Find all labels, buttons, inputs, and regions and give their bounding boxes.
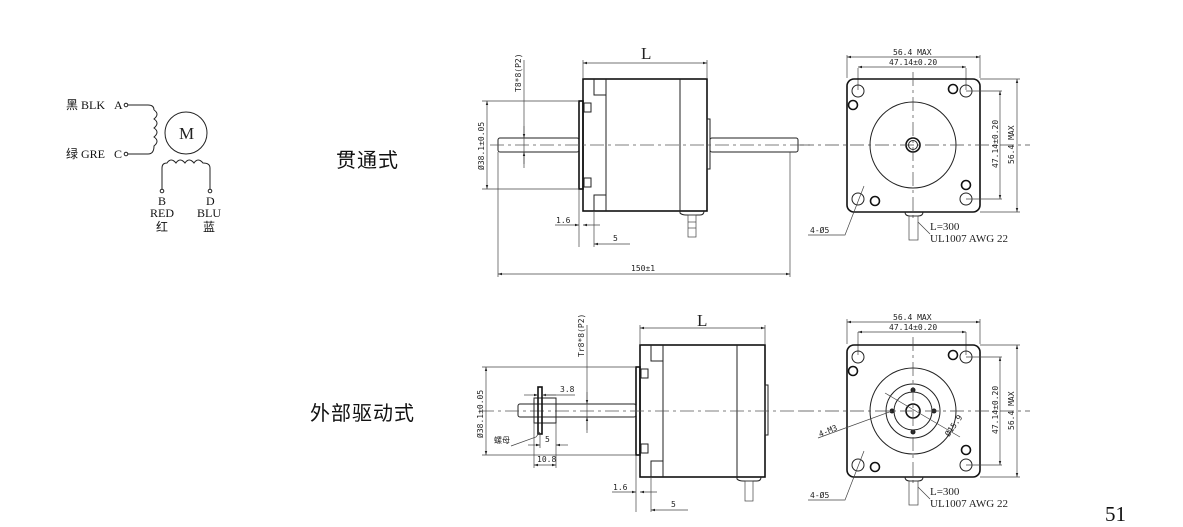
external-nut-length: 10.8 [537,455,556,464]
terminal-b: B [158,194,166,208]
phase-c-color-cn: 绿 [66,146,78,161]
external-nut-label: 螺母 [494,435,510,445]
wiring-diagram: 黑 BLK A 绿 GRE C M B D RED BLU 红 蓝 [66,98,221,234]
terminal-c-dot [123,151,129,157]
through-boss-dia: Ø38.1±0.05 [476,122,486,170]
coil-bd [161,159,211,189]
section-title-external: 外部驱动式 [310,401,415,425]
section-title-through: 贯通式 [336,148,399,172]
phase-d-color-en: BLU [197,206,221,220]
external-flange-thk: 1.6 [613,483,628,492]
external-nut-flange-dim: 3.8 [560,385,575,394]
terminal-d: D [206,194,215,208]
through-length-label: L [641,44,651,63]
through-front-max-height: 56.4 MAX [1007,125,1016,164]
external-nut-flange [537,386,543,435]
external-pcd: Ø15.9 [942,413,964,439]
external-screw-spec: Tr8*8(P2) [577,314,586,357]
phase-c-color-en: GRE [81,147,105,161]
external-shaft [517,403,637,418]
terminal-c: C [114,147,122,161]
external-front-hole-spacing-v: 47.14±0.20 [991,386,1000,434]
external-front-max-height: 56.4 MAX [1007,391,1016,430]
through-screw-spec: T8*8(P2) [514,53,523,92]
terminal-a: A [114,98,123,112]
external-boss-dia: Ø38.1±0.05 [475,390,485,438]
terminal-d-dot [207,188,213,194]
coil-ac [128,104,158,155]
external-wire-spec: UL1007 AWG 22 [930,498,1008,510]
external-boss-len: 5 [671,500,676,509]
through-flange-thk: 1.6 [556,216,571,225]
terminal-a-dot [123,102,129,108]
external-front-hole-spacing-h: 47.14±0.20 [889,323,937,332]
external-nut-offset: 5 [545,435,550,444]
motor-symbol: M [179,124,194,143]
external-side-view: L Tr8*8(P2) Ø38.1±0.05 3.8 螺母 [475,311,800,512]
through-boss [578,100,584,190]
through-boss-len: 5 [613,234,618,243]
phase-b-color-cn: 红 [156,219,168,234]
phase-b-color-en: RED [150,206,174,220]
page-number: 51 [1105,502,1126,526]
through-wire-spec: UL1007 AWG 22 [930,233,1008,245]
external-nut [533,397,557,424]
external-front-holes: 4-Ø5 [810,490,829,500]
through-overall-length: 150±1 [631,264,655,273]
external-front-view: 56.4 MAX 47.14±0.20 4-M3 Ø15.9 47.14±0.2… [800,313,1030,510]
terminal-b-dot [159,188,165,194]
external-front-max-width: 56.4 MAX [893,313,932,322]
through-front-view: 56.4 MAX 47.14±0.20 47.14±0.20 56.4 MAX … [800,48,1030,245]
external-threaded-holes: 4-M3 [817,423,838,439]
external-lead-length: L=300 [930,486,960,498]
motor-symbol-circle [164,111,208,155]
external-length-label: L [697,311,707,330]
through-front-hole-spacing-v: 47.14±0.20 [991,120,1000,168]
phase-a-color-cn: 黑 [66,98,78,112]
phase-a-color-en: BLK [81,98,105,112]
through-front-max-width: 56.4 MAX [893,48,932,57]
through-front-face [846,78,981,213]
phase-d-color-cn: 蓝 [203,220,215,234]
through-front-hole-spacing-h: 47.14±0.20 [889,58,937,67]
through-front-holes: 4-Ø5 [810,225,829,235]
through-lead-length: L=300 [930,221,960,233]
through-side-view: L T8*8(P2) Ø38.1±0.05 1.6 [476,44,810,277]
